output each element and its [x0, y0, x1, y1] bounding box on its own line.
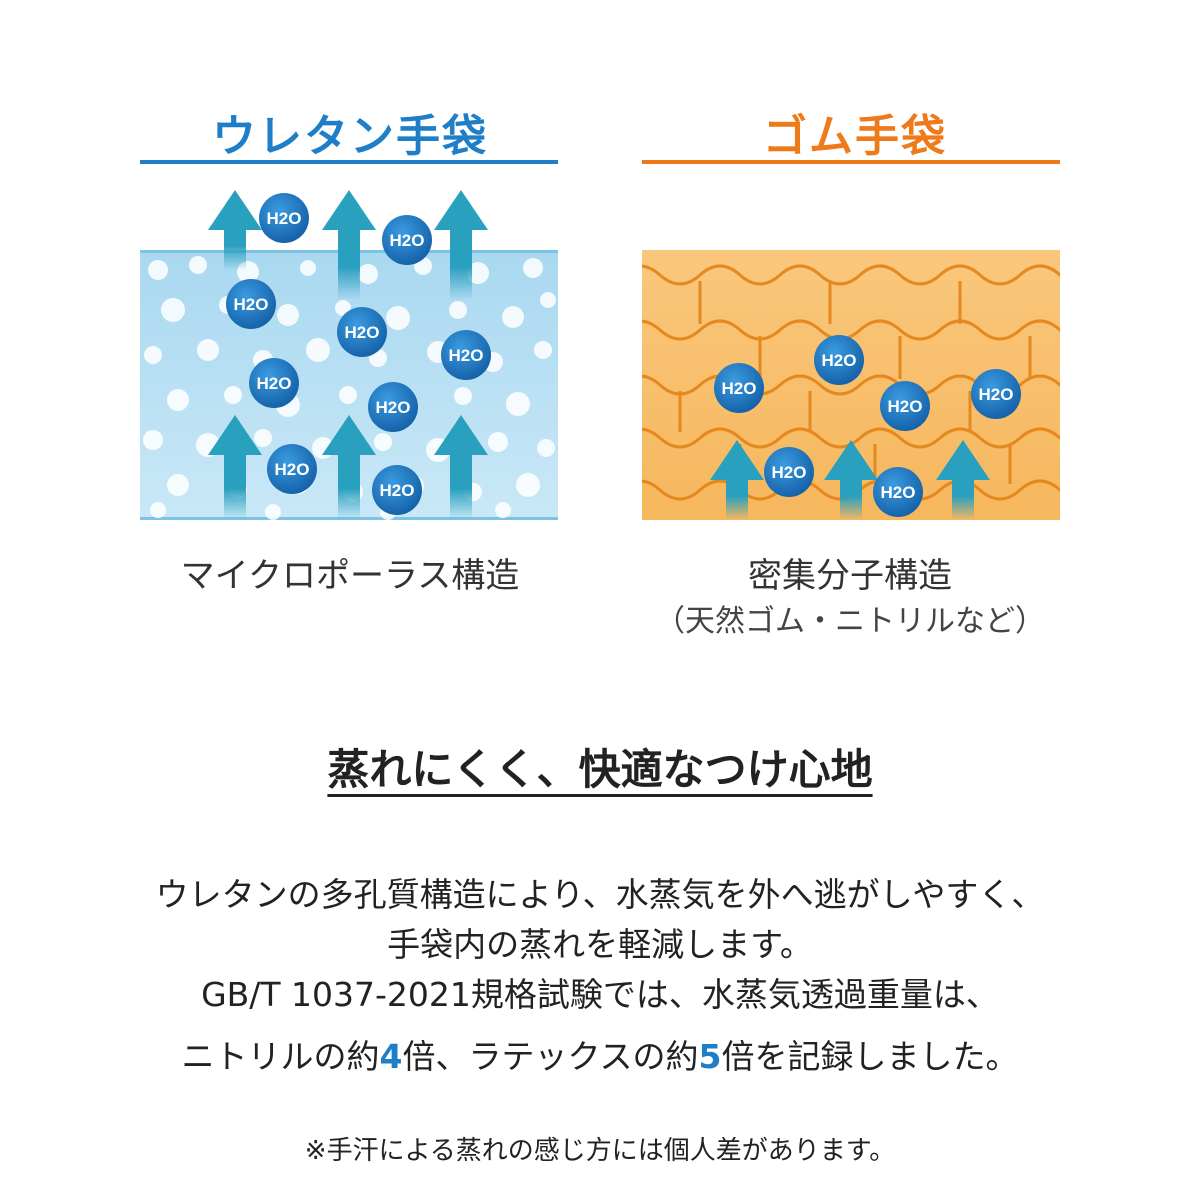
h2o-molecule-icon: H2O — [372, 465, 422, 515]
description-line-1: ウレタンの多孔質構造により、水蒸気を外へ逃がしやすく、 — [155, 875, 1045, 914]
urethane-caption: マイクロポーラス構造 — [180, 556, 520, 596]
foam-pore — [495, 502, 511, 518]
h2o-molecule-icon: H2O — [337, 307, 387, 357]
h2o-label: H2O — [267, 209, 302, 228]
h2o-label: H2O — [390, 231, 425, 250]
h2o-molecule-icon: H2O — [226, 279, 276, 329]
description-line-3: GB/T 1037-2021規格試験では、水蒸気透過重量は、 — [201, 975, 999, 1014]
foam-pore — [300, 260, 316, 276]
rubber-wave — [642, 319, 1060, 341]
foam-pore — [306, 338, 330, 362]
foam-pore — [506, 392, 530, 416]
h2o-label: H2O — [772, 463, 807, 482]
h2o-label: H2O — [449, 346, 484, 365]
foam-pore — [167, 474, 189, 496]
h2o-label: H2O — [722, 379, 757, 398]
h2o-molecule-icon: H2O — [714, 363, 764, 413]
h2o-molecule-icon: H2O — [880, 381, 930, 431]
up-arrow-icon — [322, 190, 376, 300]
foam-pore — [386, 306, 410, 330]
description-line-4-c: 倍を記録しました。 — [721, 1037, 1019, 1076]
foam-pore — [449, 301, 467, 319]
rubber-diagram: H2O H2O H2O H2O H2O H2O — [642, 250, 1060, 520]
h2o-label: H2O — [275, 460, 310, 479]
foam-pore — [467, 262, 489, 284]
h2o-molecule-icon: H2O — [382, 215, 432, 265]
latex-multiplier: 5 — [698, 1037, 722, 1076]
h2o-molecule-icon: H2O — [873, 467, 923, 517]
rubber-title: ゴム手袋 — [763, 111, 947, 162]
foam-pore — [143, 430, 163, 450]
up-arrow-icon — [322, 415, 376, 520]
description-line-2: 手袋内の蒸れを軽減します。 — [387, 925, 813, 964]
h2o-molecule-icon: H2O — [259, 193, 309, 243]
foam-pore — [358, 264, 378, 284]
foam-pore — [534, 341, 552, 359]
foam-pore — [224, 386, 242, 404]
h2o-label: H2O — [257, 374, 292, 393]
h2o-label: H2O — [380, 481, 415, 500]
foam-pore — [189, 256, 207, 274]
urethane-diagram: H2O H2O H2O H2O H2O H2O H2O H2O H2O — [140, 190, 558, 520]
rubber-wave — [642, 264, 1060, 286]
h2o-molecule-icon: H2O — [267, 444, 317, 494]
description-line-4-a: ニトリルの約 — [181, 1037, 380, 1076]
h2o-molecule-icon: H2O — [368, 382, 418, 432]
foam-pore — [488, 432, 508, 452]
foam-pore — [502, 306, 524, 328]
h2o-molecule-icon: H2O — [441, 330, 491, 380]
rubber-wave — [642, 374, 1060, 396]
headline-text: 蒸れにくく、快適なつけ心地 — [327, 745, 873, 794]
foam-pore — [454, 387, 472, 405]
nitrile-multiplier: 4 — [379, 1037, 403, 1076]
description-line-4-b: 倍、ラテックスの約 — [402, 1037, 699, 1076]
foam-pore — [516, 473, 540, 497]
rubber-wave — [642, 427, 1060, 449]
foam-pore — [540, 292, 556, 308]
rubber-caption: 密集分子構造 — [748, 556, 952, 596]
foam-pore — [148, 260, 168, 280]
foam-pore — [254, 429, 272, 447]
rubber-title-rule — [642, 160, 1060, 164]
h2o-label: H2O — [822, 351, 857, 370]
foam-pore — [374, 433, 392, 451]
foam-pore — [265, 504, 281, 520]
foam-pore — [339, 386, 357, 404]
description-line-4: ニトリルの約4倍、ラテックスの約5倍を記録しました。 — [0, 1030, 1200, 1078]
urethane-title-rule — [140, 160, 558, 164]
footnote: ※手汗による蒸れの感じ方には個人差があります。 — [304, 1136, 896, 1166]
foam-pore — [144, 346, 162, 364]
up-arrow-icon — [434, 415, 488, 520]
up-arrow-icon — [936, 440, 990, 520]
up-arrow-icon — [208, 415, 262, 520]
up-arrow-icon — [824, 440, 878, 520]
h2o-molecule-icon: H2O — [814, 335, 864, 385]
foam-pore — [150, 502, 166, 518]
h2o-label: H2O — [376, 398, 411, 417]
h2o-label: H2O — [234, 295, 269, 314]
foam-pore — [523, 258, 543, 278]
h2o-label: H2O — [979, 385, 1014, 404]
foam-pore — [167, 389, 189, 411]
h2o-molecule-icon: H2O — [764, 447, 814, 497]
headline: 蒸れにくく、快適なつけ心地 — [0, 736, 1200, 797]
rubber-sub-caption: （天然ゴム・ニトリルなど） — [655, 604, 1045, 639]
h2o-molecule-icon: H2O — [971, 369, 1021, 419]
urethane-title: ウレタン手袋 — [212, 111, 488, 162]
foam-pore — [161, 298, 185, 322]
h2o-label: H2O — [881, 483, 916, 502]
up-arrow-icon — [710, 440, 764, 520]
up-arrow-icon — [208, 190, 262, 270]
h2o-label: H2O — [345, 323, 380, 342]
h2o-molecule-icon: H2O — [249, 358, 299, 408]
h2o-label: H2O — [888, 397, 923, 416]
foam-pore — [197, 339, 219, 361]
foam-pore — [277, 304, 299, 326]
up-arrow-icon — [434, 190, 488, 300]
foam-pore — [537, 439, 555, 457]
